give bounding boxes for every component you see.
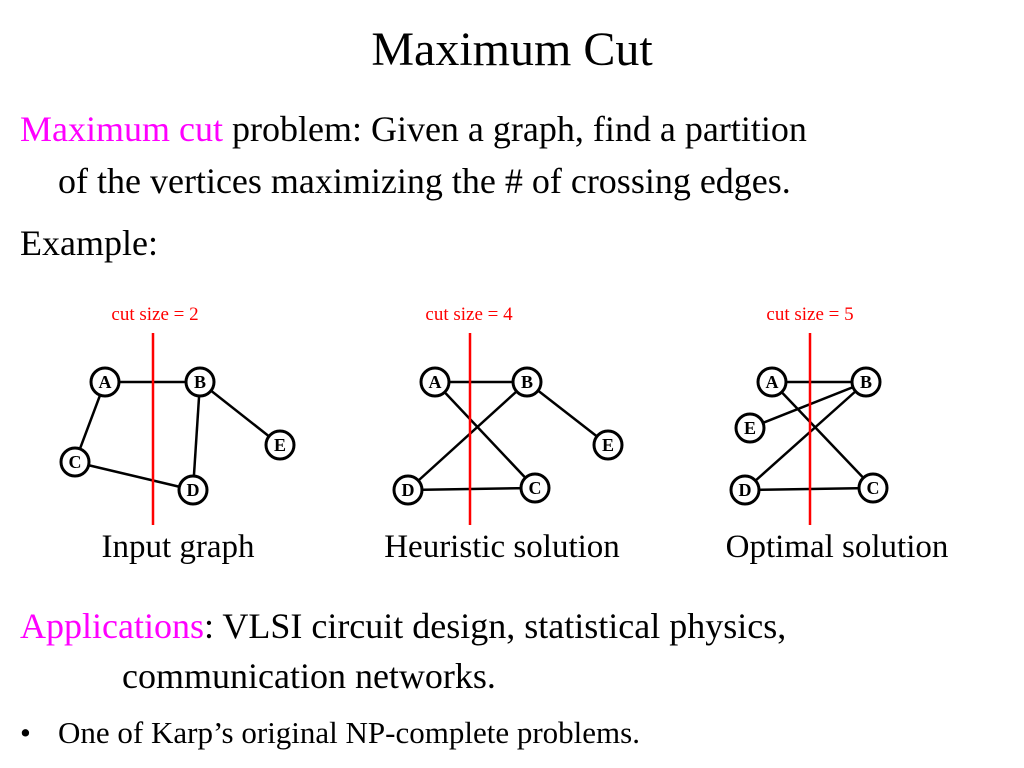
edge-b-e [199, 381, 281, 446]
node-label-d: D [187, 480, 200, 500]
node-c [59, 446, 91, 478]
node-label-d: D [402, 480, 415, 500]
node-c [857, 472, 889, 504]
diagram-caption: Heuristic solution [384, 529, 620, 565]
node-label-b: B [521, 372, 533, 392]
edge-b-e [749, 380, 867, 430]
node-a [756, 366, 788, 398]
node-label-e: E [274, 435, 286, 455]
bullet-item: • One of Karp’s original NP-complete prob… [20, 713, 640, 753]
edge-b-d [191, 381, 202, 491]
definition-line-1: Maximum cut problem: Given a graph, find… [20, 107, 1020, 151]
applications-line-1: Applications: VLSI circuit design, stati… [20, 604, 1020, 648]
node-b [850, 366, 882, 398]
edge-b-d [407, 381, 528, 491]
edge-a-c [434, 381, 536, 489]
applications-text: : VLSI circuit design, statistical physi… [203, 606, 787, 646]
diagram-caption: Optimal solution [726, 529, 949, 565]
node-e [592, 429, 624, 461]
node-label-a: A [99, 372, 112, 392]
node-label-b: B [194, 372, 206, 392]
node-label-d: D [739, 480, 752, 500]
edge-c-d [74, 460, 194, 492]
example-label: Example: [20, 223, 158, 263]
applications-term: Applications [20, 606, 204, 646]
slide-title: Maximum Cut [371, 23, 653, 76]
diagram-caption: Input graph [101, 529, 255, 565]
node-label-c: C [529, 478, 542, 498]
definition-line-2: of the vertices maximizing the # of cros… [58, 161, 791, 201]
node-label-c: C [69, 452, 82, 472]
edge-b-d [744, 381, 867, 491]
edge-c-d [407, 486, 536, 492]
bullet-dot: • [20, 715, 31, 750]
node-b [511, 366, 543, 398]
node-label-e: E [744, 418, 756, 438]
cut-size-label: cut size = 4 [425, 304, 513, 325]
bullet-text: One of Karp’s original NP-complete probl… [58, 715, 640, 750]
cut-size-label: cut size = 5 [766, 304, 853, 325]
node-label-a: A [766, 372, 779, 392]
node-d [392, 474, 424, 506]
applications-line-2: communication networks. [122, 656, 496, 696]
edge-b-e [526, 381, 609, 446]
node-a [89, 366, 121, 398]
cut-size-label: cut size = 2 [111, 304, 198, 325]
node-e [264, 429, 296, 461]
node-b [184, 366, 216, 398]
node-a [419, 366, 451, 398]
definition-text: problem: Given a graph, find a partition [222, 109, 807, 149]
node-label-a: A [429, 372, 442, 392]
node-c [519, 472, 551, 504]
node-e [734, 412, 766, 444]
definition-term: Maximum cut [20, 109, 223, 149]
node-d [729, 474, 761, 506]
node-label-e: E [602, 435, 614, 455]
edge-a-c [771, 381, 874, 489]
node-d [177, 474, 209, 506]
node-label-b: B [860, 372, 872, 392]
node-label-c: C [867, 478, 880, 498]
